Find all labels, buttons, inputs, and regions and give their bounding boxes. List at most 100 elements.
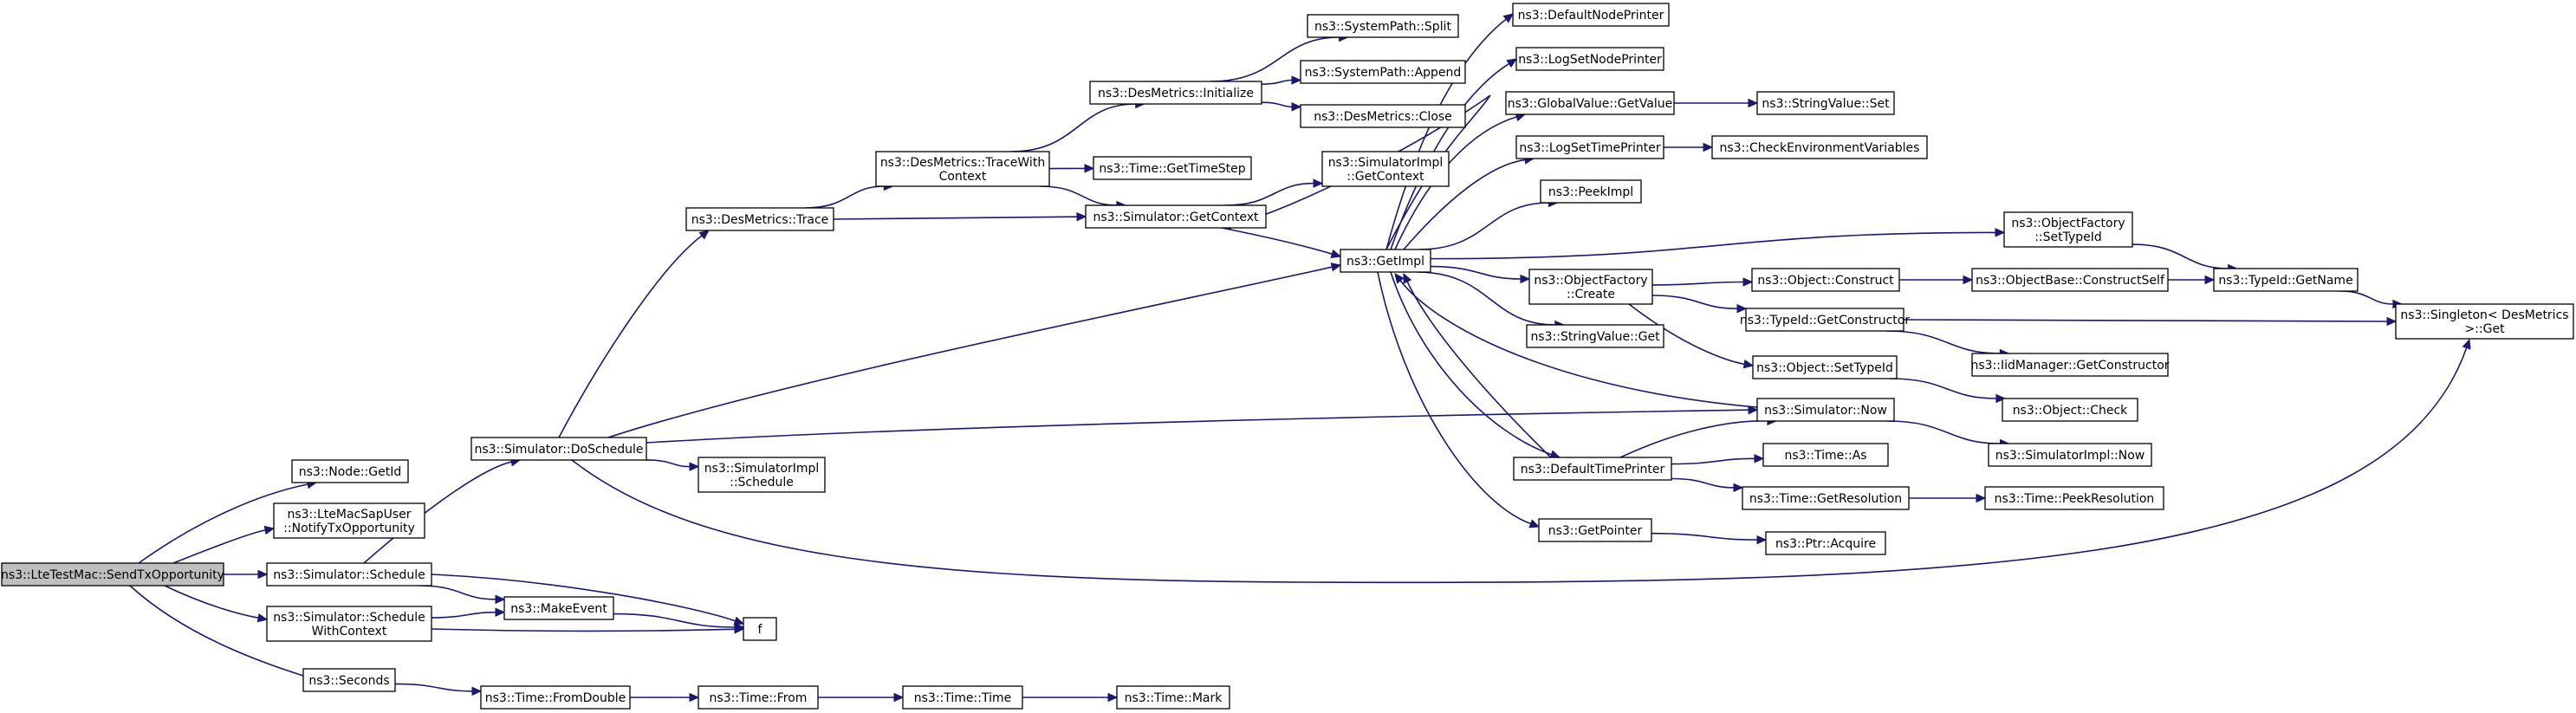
node-fromdouble[interactable]: ns3::Time::FromDouble xyxy=(480,685,631,710)
node-label: ns3::ObjectBase::ConstructSelf xyxy=(1976,274,2165,288)
node-box xyxy=(1,562,224,587)
arrowhead xyxy=(1995,393,2007,404)
arrowhead xyxy=(1963,275,1974,285)
node-box xyxy=(1300,104,1466,128)
node-label: ns3::Singleton< DesMetrics xyxy=(2400,308,2568,322)
edge-getname-to-singleton xyxy=(2339,290,2404,309)
node-getimpl[interactable]: ns3::GetImpl xyxy=(1340,249,1431,273)
node-label: ns3::GlobalValue::GetValue xyxy=(1508,97,1672,111)
node-box xyxy=(1093,156,1252,180)
node-timetime[interactable]: ns3::Time::Time xyxy=(902,685,1023,710)
node-label: ns3::TypeId::GetName xyxy=(2218,274,2352,288)
node-label: ns3::Time::GetTimeStep xyxy=(1099,162,1245,176)
node-timestep[interactable]: ns3::Time::GetTimeStep xyxy=(1093,156,1252,180)
node-peekres[interactable]: ns3::Time::PeekResolution xyxy=(1984,486,2164,510)
node-send[interactable]: ns3::LteTestMac::SendTxOpportunity xyxy=(1,562,224,587)
edge-ofcreate-to-settid xyxy=(1628,303,1755,369)
node-check[interactable]: ns3::Object::Check xyxy=(2002,398,2138,422)
node-box xyxy=(1515,47,1664,71)
node-box xyxy=(266,562,432,587)
node-construct[interactable]: ns3::Object::Construct xyxy=(1751,268,1900,292)
node-ofcreate[interactable]: ns3::ObjectFactory::Create xyxy=(1528,269,1653,305)
node-iidctor[interactable]: ns3::IidManager::GetConstructor xyxy=(1970,353,2170,377)
node-implctx[interactable]: ns3::SimulatorImpl::GetContext xyxy=(1321,151,1450,187)
node-singleton[interactable]: ns3::Singleton< DesMetrics >::Get xyxy=(2395,303,2574,340)
node-box xyxy=(1971,268,2169,292)
node-getctor[interactable]: ns3::TypeId::GetConstructor xyxy=(1740,308,1910,332)
node-init[interactable]: ns3::DesMetrics::Initialize xyxy=(1089,81,1262,105)
edge-dosched-to-implsched xyxy=(646,459,700,471)
node-label: f xyxy=(758,623,763,637)
node-now[interactable]: ns3::Simulator::Now xyxy=(1756,398,1895,422)
node-makeevent[interactable]: ns3::MakeEvent xyxy=(503,596,614,620)
node-box xyxy=(1307,14,1459,38)
node-split[interactable]: ns3::SystemPath::Split xyxy=(1307,14,1459,38)
node-getptr[interactable]: ns3::GetPointer xyxy=(1538,518,1652,542)
node-mark[interactable]: ns3::Time::Mark xyxy=(1116,685,1230,710)
edge-schedule-to-makeevent xyxy=(419,585,506,605)
node-getres[interactable]: ns3::Time::GetResolution xyxy=(1742,486,1910,510)
edge-ofcreate-to-getctor xyxy=(1651,295,1748,314)
node-box xyxy=(1971,353,2169,377)
arrowhead xyxy=(1976,493,1987,503)
node-box xyxy=(1756,398,1895,422)
node-box xyxy=(1745,308,1904,332)
edge-construct-to-cself xyxy=(1899,275,1974,285)
node-label: ns3::IidManager::GetConstructor xyxy=(1970,359,2169,373)
node-seconds[interactable]: ns3::Seconds xyxy=(302,668,396,692)
arrowhead xyxy=(1742,360,1755,369)
node-label: ns3::MakeEvent xyxy=(510,602,607,616)
node-lognode[interactable]: ns3::LogSetNodePrinter xyxy=(1515,47,1664,71)
node-box xyxy=(1538,518,1652,542)
node-checkenv[interactable]: ns3::CheckEnvironmentVariables xyxy=(1711,135,1928,159)
node-gvget[interactable]: ns3::GlobalValue::GetValue xyxy=(1505,91,1675,115)
node-as[interactable]: ns3::Time::As xyxy=(1762,443,1889,467)
node-settid[interactable]: ns3::Object::SetTypeId xyxy=(1752,355,1898,379)
node-svset[interactable]: ns3::StringValue::Set xyxy=(1756,91,1895,115)
node-svget[interactable]: ns3::StringValue::Get xyxy=(1526,324,1664,348)
node-label: ns3::Simulator::Schedule xyxy=(273,611,425,625)
node-ofsettid[interactable]: ns3::ObjectFactory::SetTypeId xyxy=(2003,211,2133,248)
node-notify[interactable]: ns3::LteMacSapUser::NotifyTxOpportunity xyxy=(273,502,425,539)
node-box xyxy=(1984,486,2164,510)
node-from[interactable]: ns3::Time::From xyxy=(698,685,819,710)
edge-fromdouble-to-from xyxy=(630,692,700,703)
node-label: ns3::Simulator::Now xyxy=(1764,404,1887,418)
node-logtime[interactable]: ns3::LogSetTimePrinter xyxy=(1515,135,1664,159)
node-box xyxy=(1505,91,1675,115)
arrowhead xyxy=(1330,263,1342,272)
node-defnode[interactable]: ns3::DefaultNodePrinter xyxy=(1512,3,1670,27)
node-acquire[interactable]: ns3::Ptr::Acquire xyxy=(1765,531,1886,555)
arrowhead xyxy=(1330,249,1342,259)
node-dosched[interactable]: ns3::Simulator::DoSchedule xyxy=(470,437,647,461)
edge-schedule-to-f xyxy=(431,574,745,625)
node-getid[interactable]: ns3::Node::GetId xyxy=(291,459,409,483)
node-box xyxy=(503,596,614,620)
node-label: ns3::Time::As xyxy=(1784,449,1866,463)
node-label: ns3::Time::Time xyxy=(914,691,1011,705)
edge-now-to-getimpl xyxy=(1394,273,1758,408)
node-label: ns3::SystemPath::Append xyxy=(1305,66,1462,80)
node-box xyxy=(1340,249,1431,273)
node-close[interactable]: ns3::DesMetrics::Close xyxy=(1300,104,1466,128)
node-implnow[interactable]: ns3::SimulatorImpl::Now xyxy=(1988,443,2152,467)
node-implsched[interactable]: ns3::SimulatorImpl::Schedule xyxy=(698,457,826,493)
arrowhead xyxy=(1748,405,1759,415)
node-getctx[interactable]: ns3::Simulator::GetContext xyxy=(1085,204,1267,229)
node-box xyxy=(1988,443,2152,467)
node-append[interactable]: ns3::SystemPath::Append xyxy=(1300,60,1466,84)
node-f[interactable]: f xyxy=(743,617,777,641)
edge-dosched-to-now xyxy=(646,405,1759,444)
node-deftime[interactable]: ns3::DefaultTimePrinter xyxy=(1513,457,1672,481)
node-peek[interactable]: ns3::PeekImpl xyxy=(1540,179,1642,204)
node-cself[interactable]: ns3::ObjectBase::ConstructSelf xyxy=(1971,268,2169,292)
node-label: ns3::PeekImpl xyxy=(1548,185,1633,199)
node-destrace[interactable]: ns3::DesMetrics::Trace xyxy=(685,207,834,231)
node-schedule[interactable]: ns3::Simulator::Schedule xyxy=(266,562,432,587)
node-box xyxy=(1512,3,1670,27)
node-getname[interactable]: ns3::TypeId::GetName xyxy=(2213,268,2359,292)
node-box xyxy=(875,151,1050,187)
